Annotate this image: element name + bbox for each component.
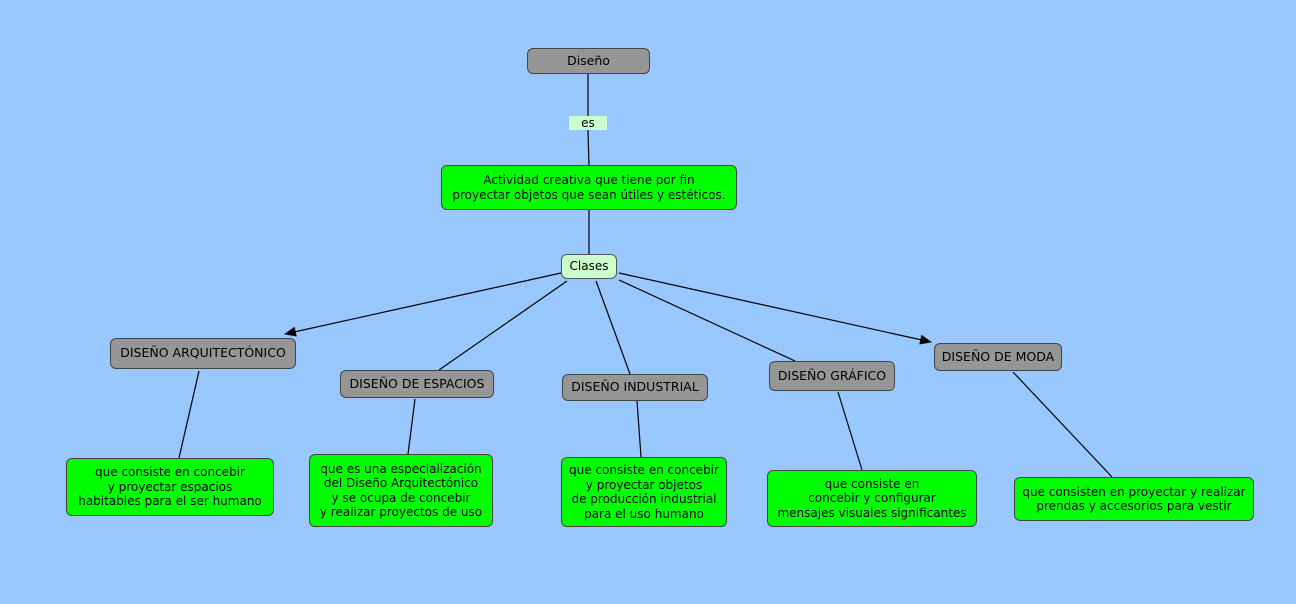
concept-clases[interactable]: Clases bbox=[561, 254, 617, 279]
link-hub-to-grafico bbox=[618, 279, 796, 362]
link-hub-to-industrial bbox=[595, 280, 631, 375]
link-hub-to-moda bbox=[618, 272, 932, 345]
link-arquitectonico-to-desc bbox=[178, 370, 200, 459]
description-arquitectonico[interactable]: que consiste en concebir y proyectar esp… bbox=[66, 458, 274, 516]
link-espacios-to-desc bbox=[407, 398, 416, 455]
description-espacios[interactable]: que es una especialización del Diseño Ar… bbox=[309, 454, 493, 527]
link-hub-to-espacios bbox=[438, 280, 568, 371]
concept-diseno[interactable]: Diseño bbox=[527, 48, 650, 74]
link-es-to-definition bbox=[587, 129, 590, 167]
description-industrial[interactable]: que consiste en concebir y proyectar obj… bbox=[561, 457, 727, 527]
concept-diseno-arquitectonico[interactable]: DISEÑO ARQUITECTÓNICO bbox=[110, 338, 296, 369]
link-industrial-to-desc bbox=[636, 400, 642, 458]
description-grafico[interactable]: que consiste en concebir y configurar me… bbox=[767, 470, 977, 527]
link-hub-to-arquitectonico bbox=[284, 272, 562, 337]
link-grafico-to-desc bbox=[837, 391, 863, 471]
concept-diseno-de-espacios[interactable]: DISEÑO DE ESPACIOS bbox=[340, 370, 494, 398]
description-moda[interactable]: que consisten en proyectar y realizar pr… bbox=[1014, 477, 1254, 521]
concept-diseno-grafico[interactable]: DISEÑO GRÁFICO bbox=[769, 361, 895, 391]
concept-diseno-industrial[interactable]: DISEÑO INDUSTRIAL bbox=[562, 374, 708, 401]
link-label-es: es bbox=[569, 116, 607, 130]
concept-diseno-de-moda[interactable]: DISEÑO DE MODA bbox=[934, 343, 1062, 371]
link-moda-to-desc bbox=[1012, 371, 1113, 478]
concept-definition[interactable]: Actividad creativa que tiene por fin pro… bbox=[441, 165, 737, 210]
